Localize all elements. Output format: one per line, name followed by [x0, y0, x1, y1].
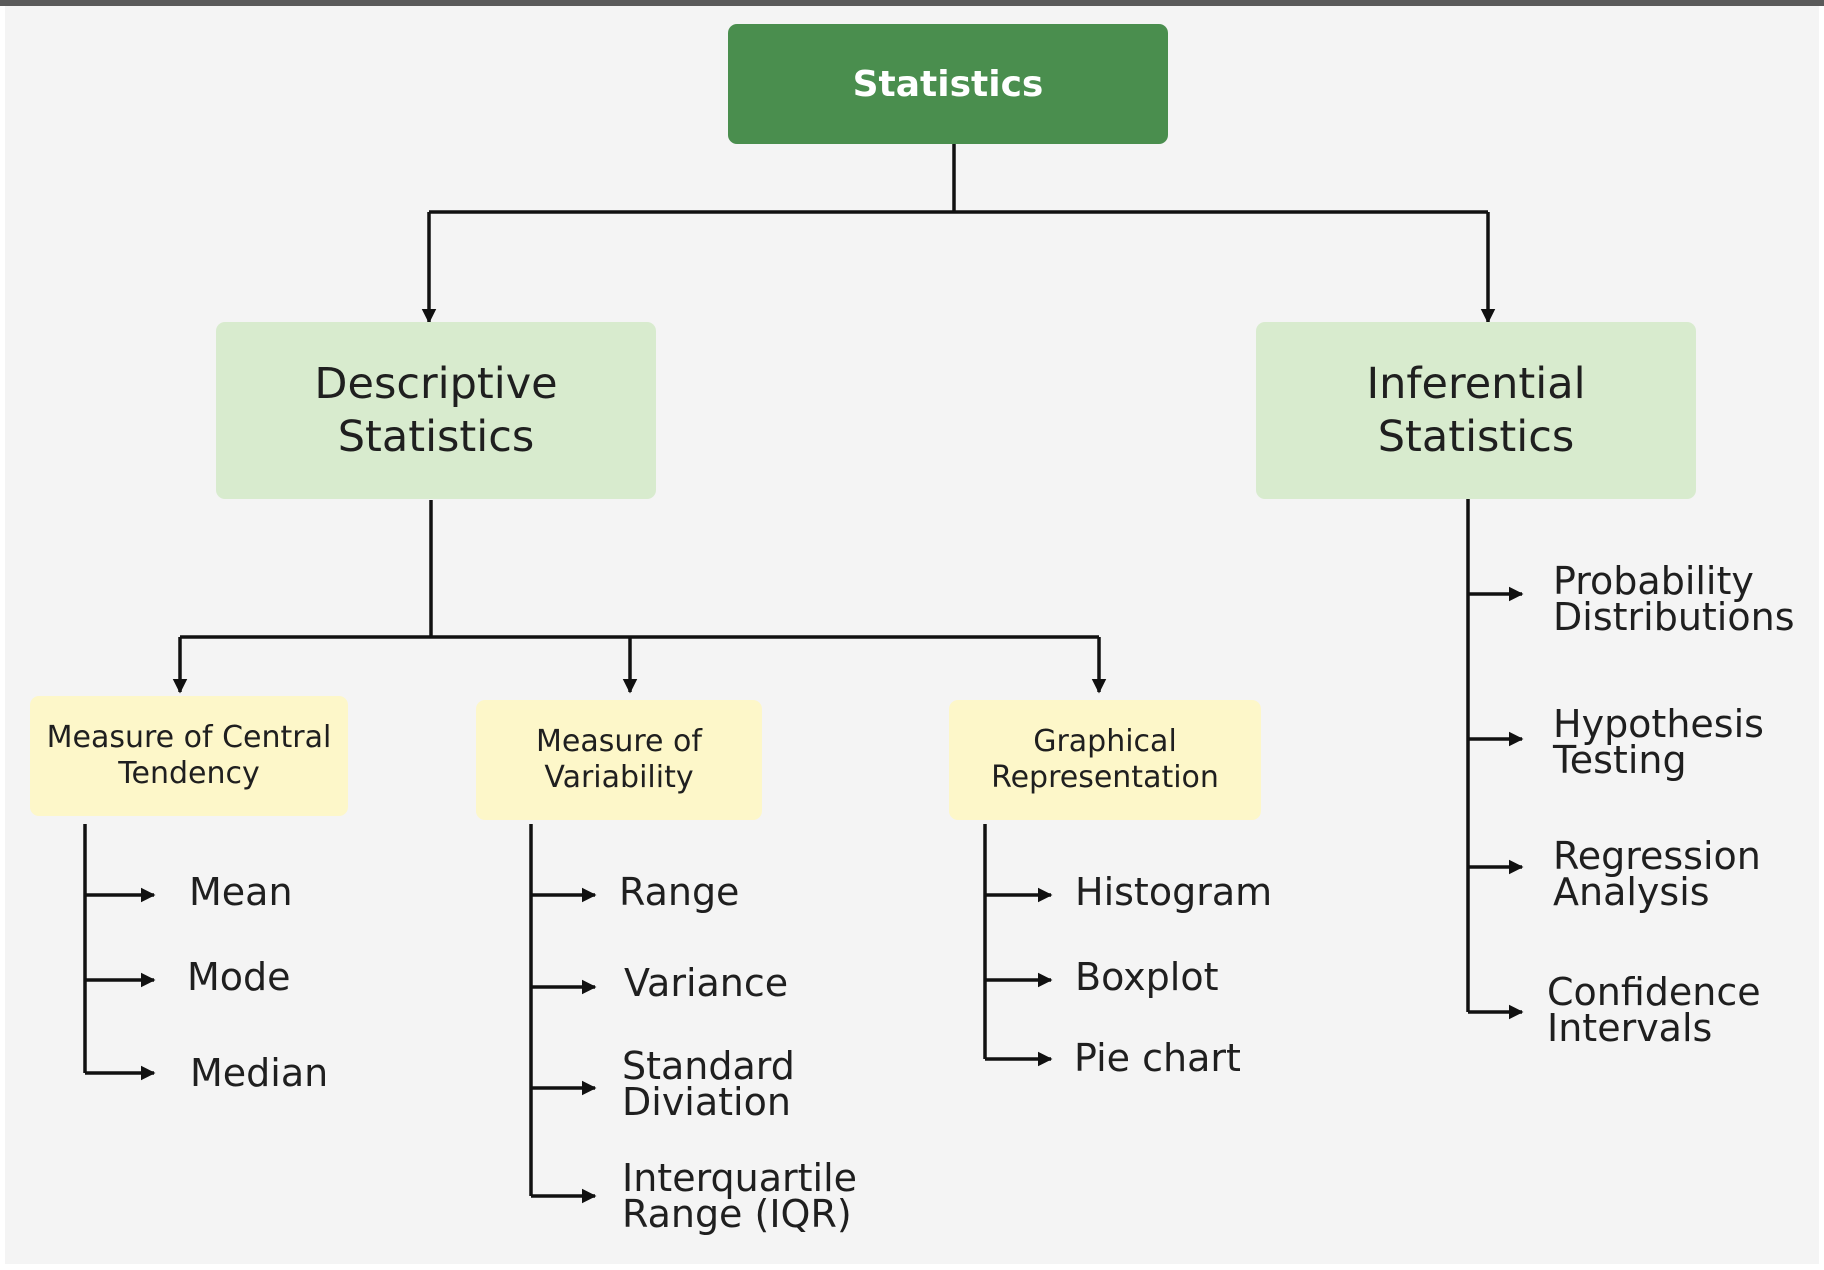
variability-box: Measure of Variability — [476, 700, 762, 820]
leaf-range: Range — [619, 870, 740, 914]
leaf-histogram: Histogram — [1075, 870, 1273, 914]
leaf-confidence-intervals: Confidence Intervals — [1547, 970, 1761, 1050]
leaf-standard-deviation: Standard Diviation — [622, 1044, 795, 1124]
leaf-hypothesis-testing: Hypothesis Testing — [1553, 702, 1764, 782]
leaf-iqr: Interquartile Range (IQR) — [622, 1156, 858, 1236]
leaf-mode: Mode — [187, 955, 291, 999]
inferential-statistics-box: Inferential Statistics — [1256, 322, 1696, 499]
central-tendency-label: Measure of Central Tendency — [46, 720, 332, 791]
leaf-variance: Variance — [624, 961, 789, 1005]
graphical-representation-box: Graphical Representation — [949, 700, 1261, 820]
leaf-boxplot: Boxplot — [1075, 955, 1219, 999]
leaf-median: Median — [190, 1051, 329, 1095]
leaf-probability-distributions: Probability Distributions — [1553, 559, 1795, 639]
descriptive-statistics-box: Descriptive Statistics — [216, 322, 656, 499]
statistics-root-box: Statistics — [728, 24, 1168, 144]
descriptive-statistics-label: Descriptive Statistics — [314, 358, 558, 462]
window-top-border — [0, 0, 1824, 6]
statistics-root-label: Statistics — [852, 63, 1044, 105]
leaf-pie-chart: Pie chart — [1074, 1036, 1241, 1080]
inferential-statistics-label: Inferential Statistics — [1366, 358, 1586, 462]
central-tendency-box: Measure of Central Tendency — [30, 696, 348, 816]
variability-label: Measure of Variability — [536, 724, 702, 795]
leaf-mean: Mean — [189, 870, 293, 914]
diagram-canvas — [5, 6, 1819, 1264]
leaf-regression-analysis: Regression Analysis — [1553, 834, 1761, 914]
graphical-representation-label: Graphical Representation — [991, 724, 1219, 795]
